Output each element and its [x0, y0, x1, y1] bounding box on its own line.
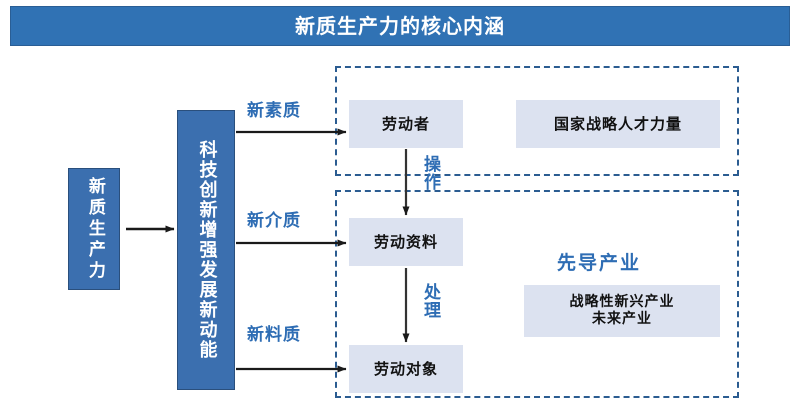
lower-group-container	[335, 190, 739, 398]
arrow-label-new-medium: 新介质	[247, 211, 301, 231]
worker-label: 劳动者	[381, 114, 430, 133]
labor-object-label: 劳动对象	[373, 359, 438, 378]
arrow-label-new-quality: 新素质	[247, 101, 301, 121]
arrow-label-process: 处理	[420, 283, 440, 319]
pilot-industry-items: 战略性新兴产业 未来产业	[569, 293, 675, 328]
core-concept-label: 新质生产力	[84, 176, 105, 282]
page-title: 新质生产力的核心内涵	[295, 14, 505, 38]
driver-label: 科技创新增强发展新动能	[196, 140, 218, 360]
arrow-label-operate: 操作	[420, 155, 440, 191]
upper-group-container	[335, 66, 739, 176]
diagram-title-bar: 新质生产力的核心内涵	[10, 6, 790, 46]
talent-panel: 国家战略人才力量	[516, 100, 720, 148]
labor-object-panel: 劳动对象	[349, 345, 463, 393]
talent-label: 国家战略人才力量	[553, 114, 682, 133]
pilot-industry-heading: 先导产业	[557, 252, 642, 274]
core-concept-box: 新质生产力	[68, 168, 120, 290]
worker-panel: 劳动者	[349, 100, 463, 148]
labor-material-label: 劳动资料	[373, 232, 438, 251]
pilot-industry-panel: 战略性新兴产业 未来产业	[524, 285, 720, 337]
arrow-label-new-material: 新料质	[247, 325, 301, 345]
labor-material-panel: 劳动资料	[349, 218, 463, 266]
driver-box: 科技创新增强发展新动能	[177, 110, 235, 390]
